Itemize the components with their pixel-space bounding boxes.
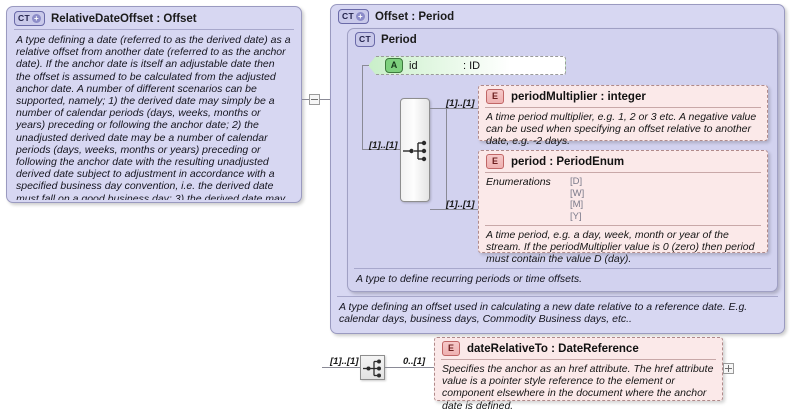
period-element-divider-top [485,172,761,173]
sequence-branch-rail [446,108,447,209]
element-icon: E [486,154,504,169]
collapse-minus-icon[interactable] [309,94,320,105]
date-relative-to-title: dateRelativeTo : DateReference [467,342,639,355]
date-relative-to-header: E dateRelativeTo : DateReference [435,338,722,359]
offset-icon-label: CT [342,11,354,22]
attribute-id-box[interactable]: A id : ID [368,56,566,75]
sequence-out-top-stub [430,108,446,109]
element-date-relative-to-box[interactable]: E dateRelativeTo : DateReference Specifi… [434,337,723,412]
connector-to-bottom-sequence [322,367,360,368]
period-rail-vertical [362,65,363,149]
element-icon: E [486,89,504,104]
xsd-diagram-canvas: { "left_type": { "icon": "complextype-ex… [6,4,785,412]
element-icon-label: E [447,343,454,353]
branch-to-period-element [446,209,478,210]
period-multiplier-divider [485,107,761,108]
complextype-icon-period[interactable]: CT [355,32,375,47]
date-relative-to-cardinality-left: [1]..[1] [330,356,359,367]
plus-glyph: + [31,14,41,23]
connector-toggle-to-offset [320,99,330,100]
sequence-out-bottom-stub [430,209,446,210]
branch-to-period-multiplier [446,108,478,109]
period-multiplier-header: E periodMultiplier : integer [479,86,767,107]
offset-header: CT+ Offset : Period [331,5,784,27]
connector-sequence-to-date-relative-to [385,367,436,368]
element-icon: E [442,341,460,356]
period-element-annotation: A time period, e.g. a day, week, month o… [486,229,755,266]
enumeration-value: [Y] [570,210,582,222]
date-relative-to-divider [441,359,716,360]
period-header: CT Period [348,29,777,49]
enumeration-value: [M] [570,199,584,210]
period-multiplier-cardinality: [1]..[1] [446,98,475,109]
period-title: Period [380,33,417,46]
attribute-id-type: : ID [463,59,481,72]
relative-date-offset-type-box[interactable]: CT+ RelativeDateOffset : Offset A type d… [6,6,302,203]
plus-glyph: + [355,12,365,21]
element-icon-label: E [491,156,498,166]
period-multiplier-title: periodMultiplier : integer [511,90,646,103]
date-relative-to-cardinality-right: 0..[1] [403,356,426,367]
period-element-cardinality: [1]..[1] [446,199,475,210]
attribute-icon: A [385,58,403,73]
complextype-expandable-icon[interactable]: CT+ [14,11,45,26]
attribute-icon-label: A [390,60,398,70]
element-period-box[interactable]: E period : PeriodEnum Enumerations [D] [… [478,150,768,265]
plus-bar-vertical [728,365,729,372]
offset-annotation: A type defining an offset used in calcul… [339,301,748,326]
period-rail-to-id [362,65,369,66]
offset-annotation-wrap: A type defining an offset used in calcul… [337,296,778,330]
relative-date-offset-header: CT+ RelativeDateOffset : Offset [7,7,301,29]
complextype-expandable-icon-offset[interactable]: CT+ [338,9,369,24]
sequence-compositor-date-relative-to[interactable] [360,355,385,380]
period-rail-to-sequence [362,149,400,150]
connector-left-to-offset [302,99,310,100]
enumeration-value: [W] [570,187,585,199]
period-element-title: period : PeriodEnum [511,155,625,168]
period-element-divider-bottom [485,225,761,226]
period-annotation: A type to define recurring periods or ti… [356,273,583,285]
complextype-icon-label: CT [18,13,30,24]
period-multiplier-annotation: A time period multiplier, e.g. 1, 2 or 3… [486,111,757,148]
relative-date-offset-title: RelativeDateOffset : Offset [50,12,197,25]
sequence-compositor-period[interactable] [400,98,430,202]
sequence-cardinality-label: [1]..[1] [369,140,398,151]
enumerations-label: Enumerations [486,176,551,188]
attribute-id-name: id [409,59,418,72]
period-annotation-wrap: A type to define recurring periods or ti… [354,268,771,290]
period-icon-label: CT [359,34,371,45]
period-enumerations-row: Enumerations [D] [W] [M] [Y] [479,173,767,225]
expand-plus-icon[interactable] [723,363,734,374]
element-icon-label: E [491,91,498,101]
period-element-header: E period : PeriodEnum [479,151,767,172]
enumeration-value: [D] [570,176,583,187]
sequence-compositor-icon [363,359,381,378]
date-relative-to-annotation: Specifies the anchor as an href attribut… [442,363,714,412]
minus-bar [311,99,318,100]
offset-title: Offset : Period [374,10,455,23]
element-period-multiplier-box[interactable]: E periodMultiplier : integer A time peri… [478,85,768,147]
enumerations-values: [D] [W] [M] [Y] [570,176,584,222]
sequence-compositor-icon [403,140,427,162]
relative-date-offset-annotation: A type defining a date (referred to as t… [14,29,294,200]
